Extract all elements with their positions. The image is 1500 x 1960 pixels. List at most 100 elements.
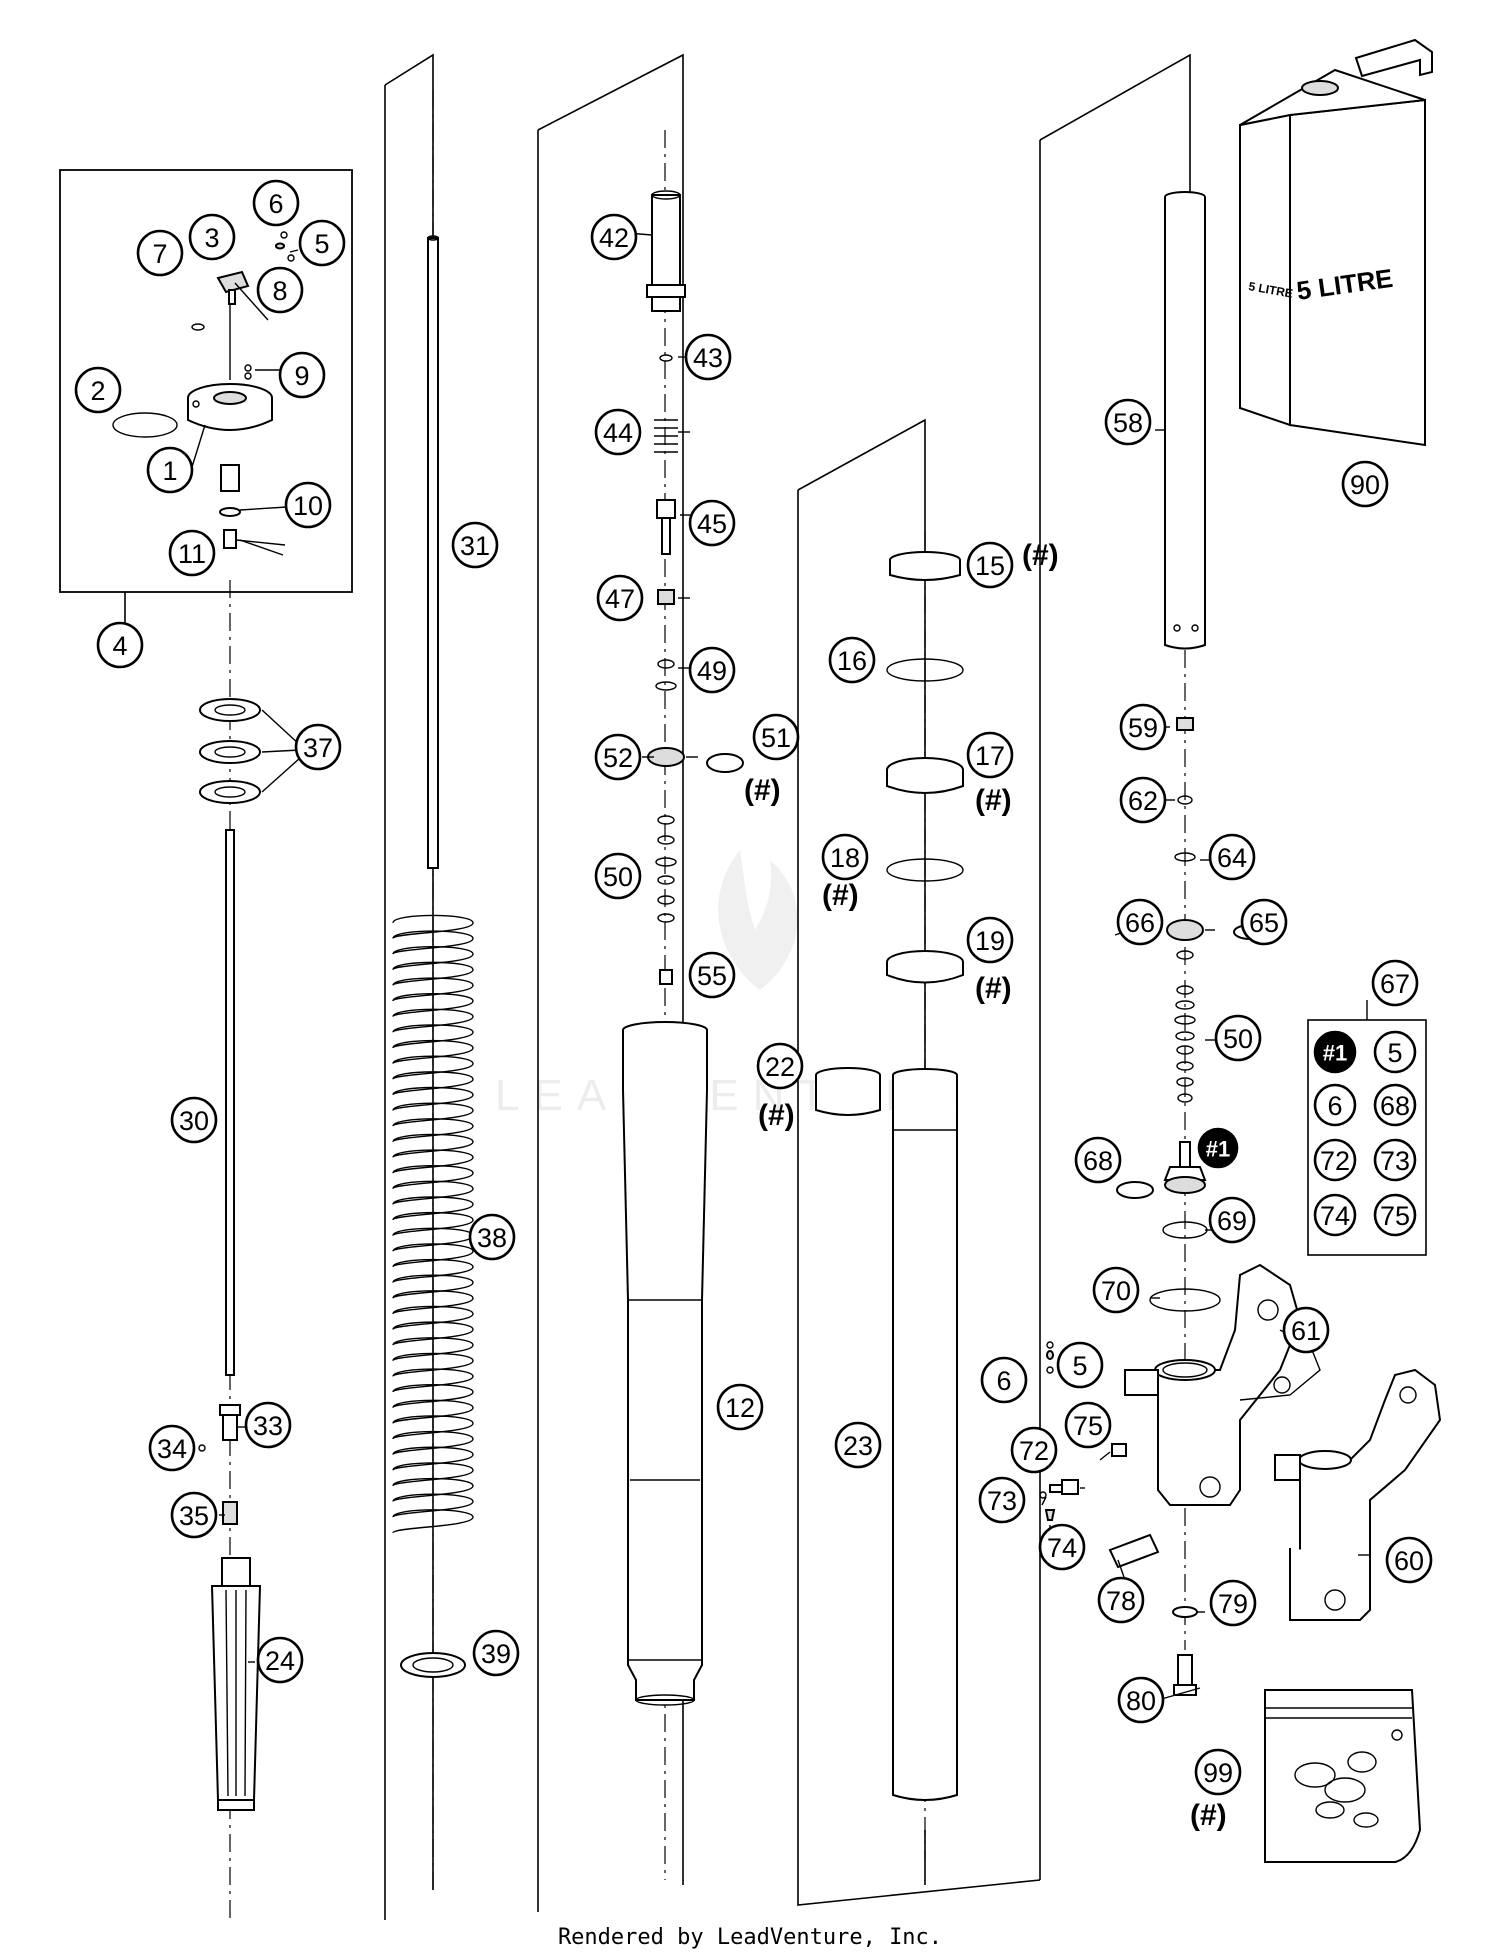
- callout-label-kit-4: 72: [1320, 1146, 1350, 1176]
- callout-label-kit-7: 75: [1380, 1201, 1410, 1231]
- callout-c60: 60: [1385, 1536, 1433, 1584]
- callout-c17: 17: [966, 731, 1014, 779]
- callout-kit-3: 68: [1373, 1083, 1417, 1127]
- callout-label-c19: 19: [975, 926, 1005, 956]
- callout-label-c47: 47: [605, 584, 635, 614]
- callout-label-kit-3: 68: [1380, 1091, 1410, 1121]
- spring-seat: [400, 1652, 466, 1678]
- inner-tube-23: [886, 551, 964, 1801]
- callout-c75: 75: [1064, 1401, 1112, 1449]
- callout-kit-0: #1: [1313, 1030, 1357, 1074]
- callout-label-c64: 64: [1217, 843, 1247, 873]
- note-22: (#): [758, 1099, 795, 1132]
- callout-kit-4: 72: [1313, 1138, 1357, 1182]
- callout-c51: 51: [752, 713, 800, 761]
- callout-label-c34: 34: [157, 1434, 187, 1464]
- callout-c38: 38: [468, 1213, 516, 1261]
- callout-label-c2: 2: [90, 376, 105, 406]
- callout-label-c79: 79: [1218, 1589, 1248, 1619]
- callout-c42: 42: [590, 213, 638, 261]
- damper-rod: [225, 829, 235, 1376]
- callout-c34: 34: [148, 1424, 196, 1472]
- cap-assembly-box: [59, 169, 353, 593]
- callout-label-c1: 1: [162, 456, 177, 486]
- callout-c24: 24: [256, 1636, 304, 1684]
- callout-label-c80: 80: [1126, 1686, 1156, 1716]
- callout-c7: 7: [136, 229, 184, 277]
- callout-c30: 30: [170, 1096, 218, 1144]
- callout-c58: 58: [1104, 398, 1152, 446]
- callout-kit-2: 6: [1313, 1083, 1357, 1127]
- callout-label-c35: 35: [179, 1501, 209, 1531]
- callout-label-kit-1: 5: [1387, 1038, 1402, 1068]
- callout-c1: 1: [146, 446, 194, 494]
- callout-c23: 23: [834, 1421, 882, 1469]
- column-3-parts: [646, 190, 744, 985]
- callout-c39: 39: [472, 1629, 520, 1677]
- callout-label-c15: 15: [975, 551, 1005, 581]
- callout-kit-6: 74: [1313, 1193, 1357, 1237]
- callout-c2: 2: [74, 366, 122, 414]
- callout-c64: 64: [1208, 833, 1256, 881]
- callout-label-c1h: #1: [1206, 1137, 1230, 1162]
- callout-label-c74: 74: [1047, 1533, 1077, 1563]
- callout-c1h: #1: [1197, 1127, 1239, 1169]
- callout-label-c30: 30: [179, 1106, 209, 1136]
- callout-label-c4: 4: [112, 631, 127, 661]
- callout-label-c33: 33: [253, 1411, 283, 1441]
- callout-c50a: 50: [594, 852, 642, 900]
- callout-c15: 15: [966, 541, 1014, 589]
- callout-c22: 22: [756, 1042, 804, 1090]
- fork-spring: [392, 914, 474, 1534]
- callout-c70: 70: [1092, 1266, 1140, 1314]
- callout-c80: 80: [1117, 1676, 1165, 1724]
- callout-label-c90: 90: [1350, 470, 1380, 500]
- callout-label-c59: 59: [1128, 713, 1158, 743]
- callouts: 1234567891011121516171819222324303133343…: [74, 179, 1433, 1796]
- callout-label-c49: 49: [697, 656, 727, 686]
- callout-c78: 78: [1097, 1576, 1145, 1624]
- callout-c74: 74: [1038, 1523, 1086, 1571]
- callout-c50b: 50: [1214, 1014, 1262, 1062]
- callout-label-c45: 45: [697, 509, 727, 539]
- callout-label-c99: 99: [1203, 1758, 1233, 1788]
- watermark-text: LEADVENTURE: [495, 1071, 974, 1120]
- callout-label-c65: 65: [1249, 908, 1279, 938]
- callout-label-c38: 38: [477, 1223, 507, 1253]
- callout-label-c68: 68: [1083, 1146, 1113, 1176]
- callout-label-c9: 9: [294, 361, 309, 391]
- callout-kit-5: 73: [1373, 1138, 1417, 1182]
- callout-label-c75: 75: [1073, 1411, 1103, 1441]
- callout-kit-7: 75: [1373, 1193, 1417, 1237]
- callout-label-c70: 70: [1101, 1276, 1131, 1306]
- callout-label-c3: 3: [204, 223, 219, 253]
- callout-label-c67: 67: [1380, 969, 1410, 999]
- callout-c90: 90: [1341, 460, 1389, 508]
- callout-c99: 99: [1194, 1748, 1242, 1796]
- callout-kit-1: 5: [1373, 1030, 1417, 1074]
- callout-c31: 31: [451, 521, 499, 569]
- callout-c16: 16: [828, 636, 876, 684]
- callout-label-c50a: 50: [603, 862, 633, 892]
- callout-label-c16: 16: [837, 646, 867, 676]
- callout-label-c23: 23: [843, 1431, 873, 1461]
- callout-c65: 65: [1240, 898, 1288, 946]
- callout-c69: 69: [1208, 1196, 1256, 1244]
- callout-c5: 5: [298, 219, 346, 267]
- callout-label-c10: 10: [293, 491, 323, 521]
- callout-c12: 12: [716, 1383, 764, 1431]
- callout-c6: 6: [252, 179, 300, 227]
- callout-c44: 44: [594, 408, 642, 456]
- callout-c33: 33: [244, 1401, 292, 1449]
- callout-label-c5: 5: [314, 229, 329, 259]
- callout-label-c5b: 5: [1072, 1351, 1087, 1381]
- callout-label-c69: 69: [1217, 1206, 1247, 1236]
- callout-c47: 47: [596, 574, 644, 622]
- callout-label-c6b: 6: [996, 1366, 1011, 1396]
- callout-label-c22: 22: [765, 1052, 795, 1082]
- callout-label-c24: 24: [265, 1646, 295, 1676]
- callout-c55: 55: [688, 951, 736, 999]
- callout-label-c11: 11: [178, 539, 206, 569]
- callout-c52: 52: [594, 733, 642, 781]
- washers-37: [199, 698, 301, 804]
